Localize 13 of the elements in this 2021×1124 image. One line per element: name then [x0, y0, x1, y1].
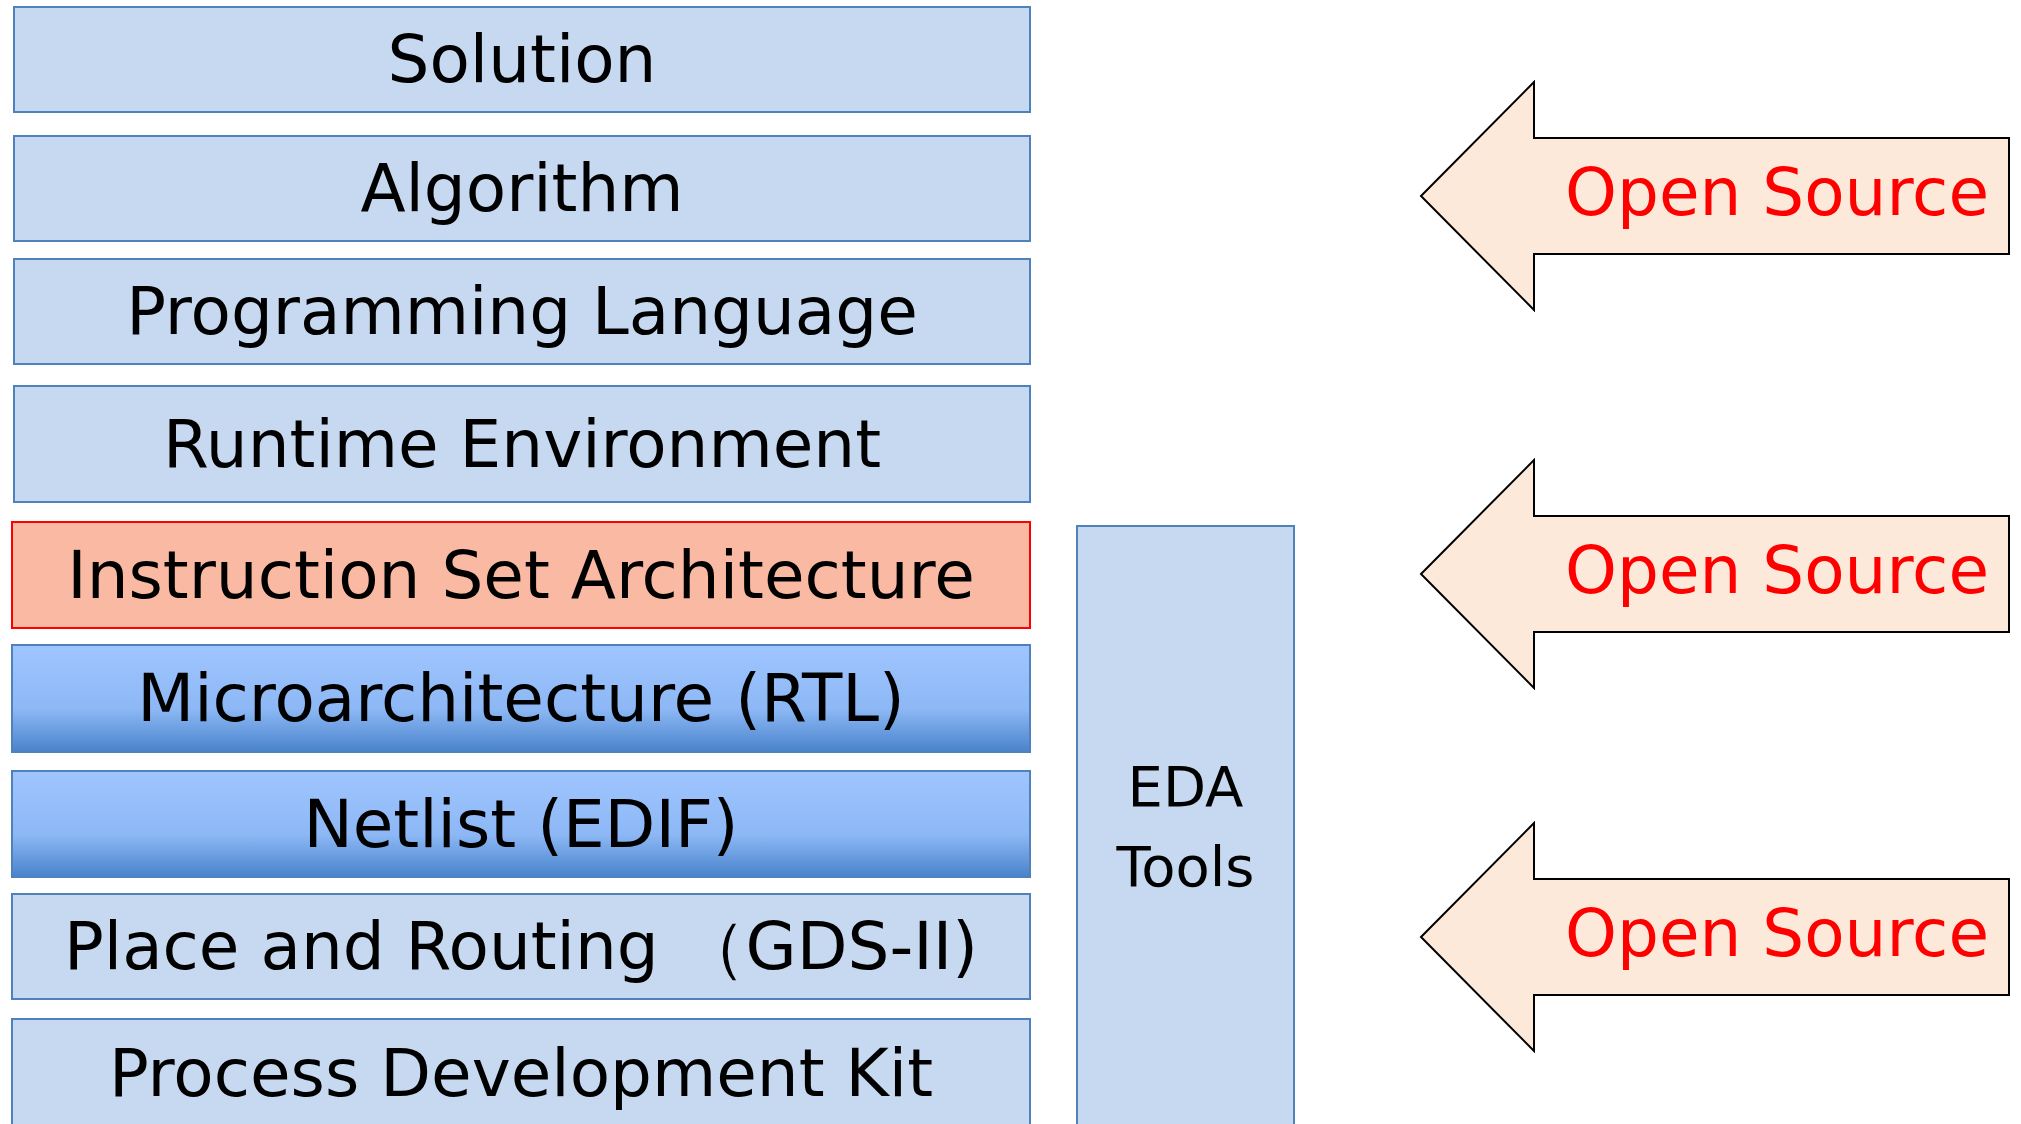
layer-box: Place and Routing （GDS-II) [11, 893, 1031, 1000]
arrow-label: Open Source [1565, 532, 1989, 609]
layer-box: Programming Language [13, 258, 1031, 365]
layer-box: Instruction Set Architecture [11, 521, 1031, 629]
arrow-label: Open Source [1565, 154, 1989, 231]
layer-box: Microarchitecture (RTL) [11, 644, 1031, 753]
tool-column: EDA Tools [1076, 525, 1295, 1124]
layer-box: Algorithm [13, 135, 1031, 242]
layer-box: Netlist (EDIF) [11, 770, 1031, 878]
arrow-label: Open Source [1565, 895, 1989, 972]
layer-box: Process Development Kit [11, 1018, 1031, 1124]
layer-box: Solution [13, 6, 1031, 113]
layer-box: Runtime Environment [13, 385, 1031, 503]
